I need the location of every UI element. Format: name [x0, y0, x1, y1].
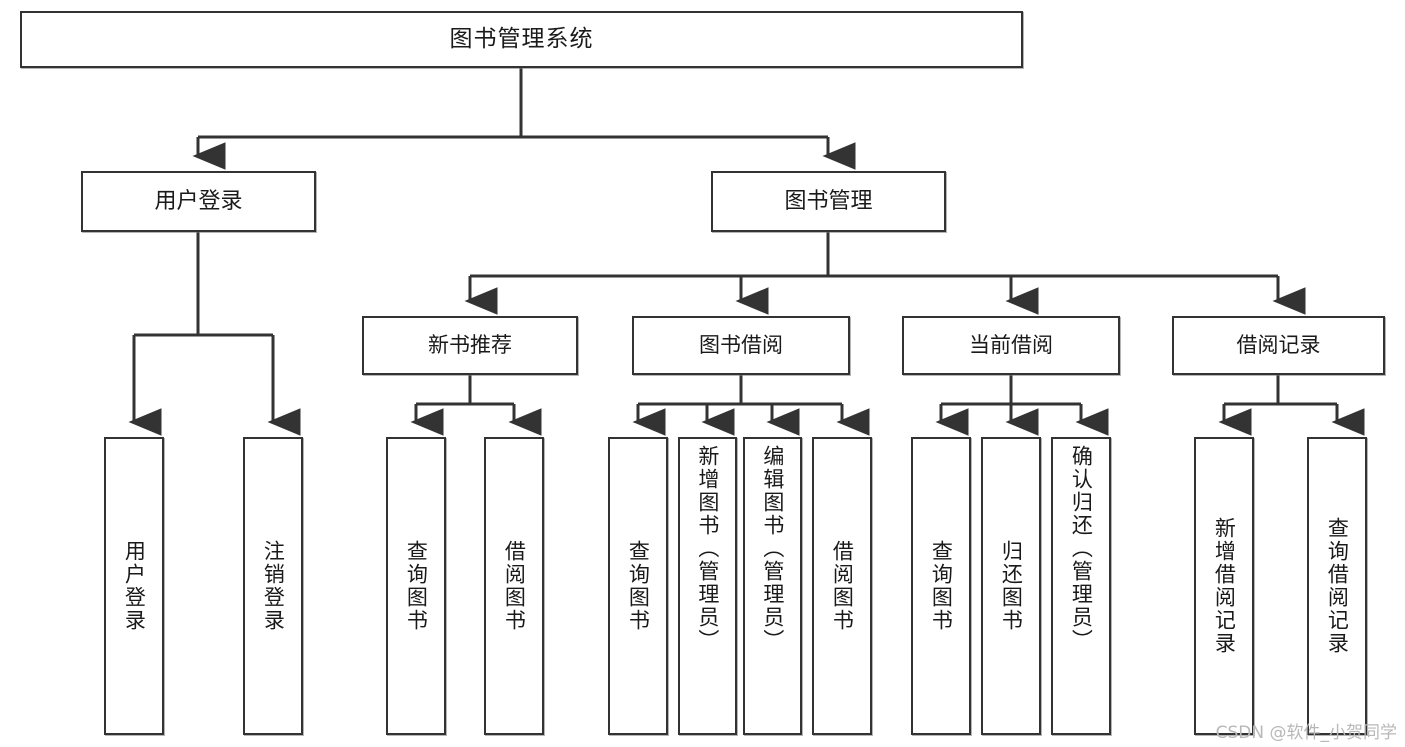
node-label: 借阅图书 [502, 540, 527, 632]
node-label: 用户登录 [154, 188, 243, 214]
leaf-current-confirm-return-admin[interactable]: 确认归还（管理员） [1051, 437, 1111, 735]
node-label: 新书推荐 [428, 333, 512, 358]
node-book-borrow[interactable]: 图书借阅 [632, 316, 850, 375]
leaf-borrow-borrow-book[interactable]: 借阅图书 [812, 437, 872, 735]
node-new-book-recommend[interactable]: 新书推荐 [362, 316, 578, 375]
node-label: 用户登录 [122, 540, 147, 632]
node-label: 借阅记录 [1236, 333, 1321, 358]
leaf-borrow-edit-book-admin[interactable]: 编辑图书（管理员） [743, 437, 802, 735]
node-label: 注销登录 [261, 540, 286, 632]
node-book-management[interactable]: 图书管理 [711, 171, 946, 232]
leaf-current-query-book[interactable]: 查询图书 [911, 437, 971, 735]
node-label: 图书借阅 [699, 333, 783, 358]
node-user-login[interactable]: 用户登录 [81, 171, 316, 232]
node-label: 查询借阅记录 [1325, 517, 1350, 655]
node-label: 图书管理系统 [449, 26, 594, 53]
leaf-record-query-record[interactable]: 查询借阅记录 [1307, 437, 1367, 735]
node-label: 查询图书 [404, 540, 429, 632]
node-label: 归还图书 [999, 540, 1024, 632]
node-label: 新增图书（管理员） [695, 445, 720, 652]
leaf-borrow-query-book[interactable]: 查询图书 [608, 437, 668, 735]
node-label: 查询图书 [626, 540, 651, 632]
node-label: 新增借阅记录 [1212, 517, 1237, 655]
leaf-user-login-do-login[interactable]: 用户登录 [104, 437, 164, 735]
node-label: 确认归还（管理员） [1069, 445, 1094, 652]
leaf-record-add-record[interactable]: 新增借阅记录 [1194, 437, 1254, 735]
node-root-book-management-system[interactable]: 图书管理系统 [20, 11, 1023, 68]
leaf-recommend-query-book[interactable]: 查询图书 [386, 437, 446, 735]
node-label: 当前借阅 [969, 333, 1053, 358]
node-label: 编辑图书（管理员） [760, 445, 785, 652]
leaf-current-return-book[interactable]: 归还图书 [981, 437, 1041, 735]
node-label: 查询图书 [929, 540, 954, 632]
leaf-user-login-logout[interactable]: 注销登录 [243, 437, 303, 735]
leaf-recommend-borrow-book[interactable]: 借阅图书 [484, 437, 544, 735]
node-borrow-record[interactable]: 借阅记录 [1172, 316, 1385, 375]
node-label: 图书管理 [784, 188, 873, 214]
leaf-borrow-add-book-admin[interactable]: 新增图书（管理员） [678, 437, 737, 735]
node-label: 借阅图书 [830, 540, 855, 632]
node-current-borrow[interactable]: 当前借阅 [902, 316, 1120, 375]
